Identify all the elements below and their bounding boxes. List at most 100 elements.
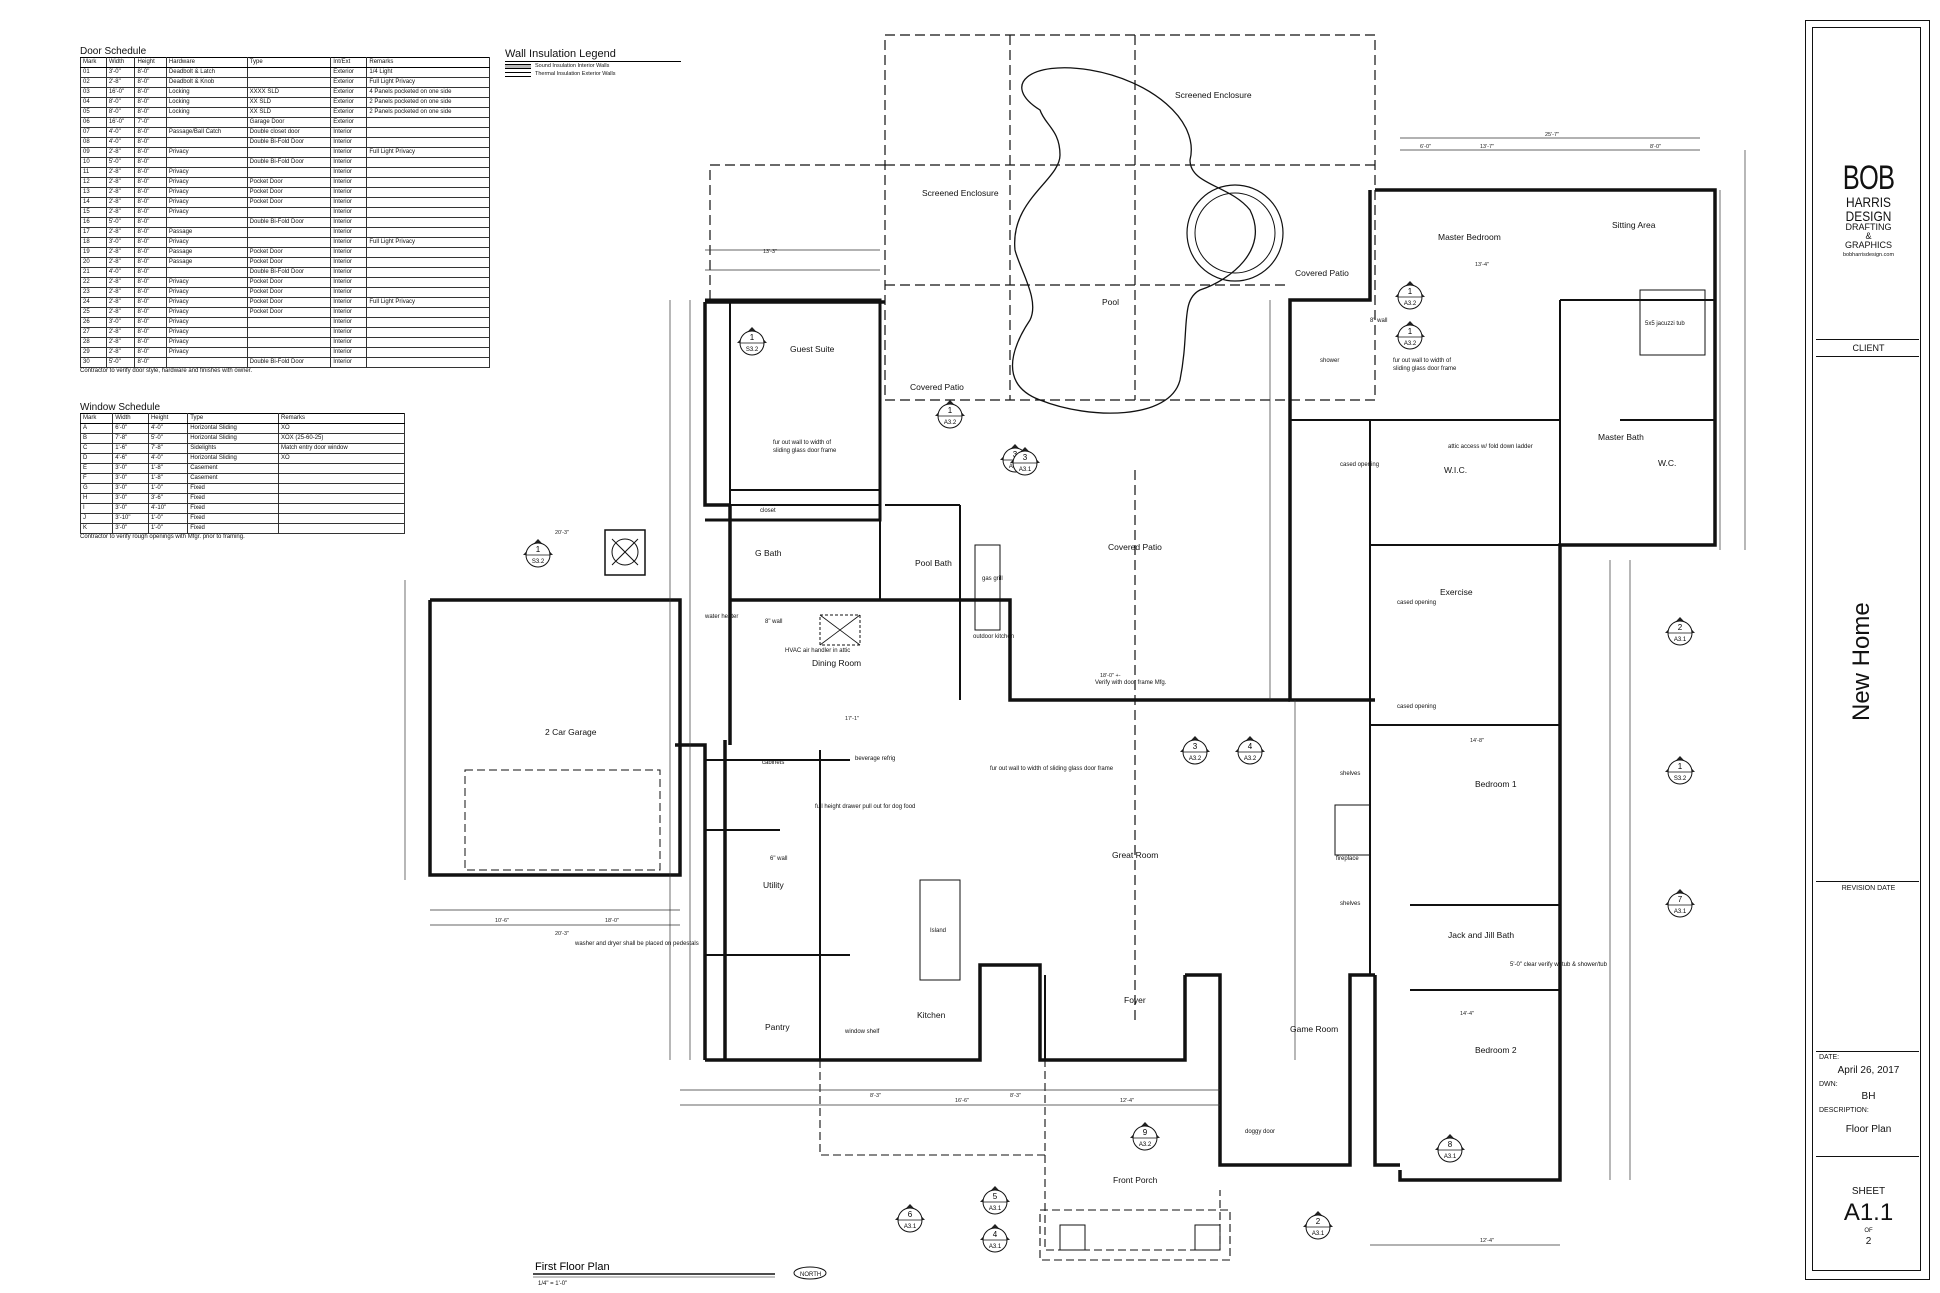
room-label-great-room: Great Room <box>1112 850 1158 860</box>
room-label-garage: 2 Car Garage <box>545 727 597 737</box>
svg-text:12'-4": 12'-4" <box>1120 1098 1134 1104</box>
room-label-bedroom1: Bedroom 1 <box>1475 779 1517 789</box>
svg-text:14'-4": 14'-4" <box>1460 1011 1474 1017</box>
section-marker: 1A3.2 <box>1395 321 1425 350</box>
room-label-guest-suite: Guest Suite <box>790 344 835 354</box>
dimension-labels: 25'-7" 13'-7" 8'-0" 6'-0" 13'-4" 20'-3" … <box>495 132 1661 1244</box>
note-north: NORTH <box>800 1272 821 1278</box>
client-label: CLIENT <box>1852 343 1885 353</box>
schedule-cell: 8'-0" <box>134 357 167 368</box>
screened-enclosure-outline <box>709 34 1376 1020</box>
section-marker-sheet: A3.1 <box>1312 1231 1325 1237</box>
section-marker-number: 2 <box>1678 623 1683 632</box>
window-schedule-title: Window Schedule <box>80 402 161 413</box>
schedule-cell: 1'-0" <box>147 523 189 534</box>
section-marker-number: 3 <box>1023 453 1028 462</box>
svg-text:13'-3": 13'-3" <box>763 249 777 255</box>
room-label-wic: W.I.C. <box>1444 465 1467 475</box>
room-label-utility: Utility <box>763 880 785 890</box>
note-eight-wall-2: 8" wall <box>1370 318 1387 324</box>
room-label-pantry: Pantry <box>765 1022 790 1032</box>
room-label-front-porch: Front Porch <box>1113 1175 1158 1185</box>
room-label-wc: W.C. <box>1658 458 1676 468</box>
hvac-box <box>819 614 861 646</box>
note-clear: 5'-0" clear verify w/ tub & shower/tub <box>1510 962 1608 968</box>
fireplace-box <box>1334 804 1371 856</box>
room-label-sitting-area: Sitting Area <box>1612 220 1656 230</box>
room-label-covered-patio-left: Covered Patio <box>910 382 964 392</box>
section-marker-sheet: A3.1 <box>904 1224 917 1230</box>
exterior-walls <box>428 188 1717 1182</box>
section-marker-number: 1 <box>1408 327 1413 336</box>
note-fur-out-guest: fur out wall to width of <box>773 440 831 446</box>
note-doggy-door: doggy door <box>1245 1129 1275 1135</box>
room-label-dining-room: Dining Room <box>812 658 861 668</box>
note-beverage: beverage refrig <box>855 756 895 762</box>
svg-text:18'-0": 18'-0" <box>605 918 619 924</box>
schedule-cell: Interior <box>330 357 368 368</box>
room-label-master-bedroom: Master Bedroom <box>1438 232 1501 242</box>
note-washer: washer and dryer shall be placed on pede… <box>574 941 699 947</box>
sheet-label: SHEET <box>1851 1186 1886 1197</box>
svg-text:8'-0": 8'-0" <box>1650 144 1661 150</box>
note-cased-opening-2: cased opening <box>1397 600 1436 606</box>
section-marker-number: 6 <box>908 1210 913 1219</box>
section-marker-sheet: S3.2 <box>532 559 545 565</box>
front-porch-outline <box>819 1060 1231 1261</box>
section-marker-number: 5 <box>993 1192 998 1201</box>
note-verify-door-frame: Verify with door frame Mfg. <box>1095 680 1167 686</box>
pool-outline <box>1012 67 1256 414</box>
svg-text:16'-6": 16'-6" <box>955 1098 969 1104</box>
room-label-foyer: Foyer <box>1124 995 1146 1005</box>
section-marker: 2A3.1 <box>1303 1211 1333 1240</box>
section-marker: 2A3.1 <box>1665 617 1695 646</box>
section-marker-number: 4 <box>993 1230 998 1239</box>
note-attic-access: attic access w/ fold down ladder <box>1448 444 1533 450</box>
section-marker-sheet: A3.2 <box>1404 341 1417 347</box>
section-marker-number: 8 <box>1448 1140 1453 1149</box>
spa-outline <box>1186 184 1284 282</box>
room-label-jack-jill-bath: Jack and Jill Bath <box>1448 930 1514 940</box>
note-fur-out-guest-2: sliding glass door frame <box>773 448 837 454</box>
firm-logo: BOB HARRIS DESIGN DRAFTING & GRAPHICS bo… <box>1842 159 1895 258</box>
legend-item-sound: Sound Insulation Interior Walls <box>505 62 681 70</box>
svg-text:13'-4": 13'-4" <box>1475 262 1489 268</box>
sheet-total: 2 <box>1865 1236 1872 1247</box>
jacuzzi-tub <box>1639 289 1706 356</box>
title-block: BOB HARRIS DESIGN DRAFTING & GRAPHICS bo… <box>1805 20 1930 1280</box>
note-shower: shower <box>1320 358 1339 364</box>
note-window-shelf: window shelf <box>844 1029 880 1035</box>
section-marker: 9A3.2 <box>1130 1122 1160 1151</box>
door-schedule-title: Door Schedule <box>80 46 147 57</box>
section-marker-sheet: A3.1 <box>989 1206 1002 1212</box>
room-label-kitchen: Kitchen <box>917 1010 946 1020</box>
revision-label: REVISION DATE <box>1841 885 1896 892</box>
section-marker: 6A3.1 <box>895 1204 925 1233</box>
svg-text:18'-0" +-: 18'-0" +- <box>1100 673 1121 679</box>
note-eight-wall-1: 8" wall <box>765 619 782 625</box>
section-marker-sheet: A3.2 <box>1244 756 1257 762</box>
room-label-screened-left: Screened Enclosure <box>922 188 999 198</box>
section-marker: 1S3.2 <box>523 539 553 568</box>
section-marker-number: 4 <box>1248 742 1253 751</box>
section-marker-number: 7 <box>1678 895 1683 904</box>
svg-text:10'-6": 10'-6" <box>495 918 509 924</box>
room-labels: Screened Enclosure Screened Enclosure Po… <box>545 90 1676 1185</box>
room-label-island: Island <box>930 928 946 934</box>
note-closet: closet <box>760 508 776 514</box>
room-label-game-room: Game Room <box>1290 1024 1338 1034</box>
section-marker: 4A3.2 <box>1235 736 1265 765</box>
schedule-cell: K <box>79 523 114 534</box>
note-dog-food: full height drawer pull out for dog food <box>815 804 915 810</box>
section-marker-sheet: A3.1 <box>1674 637 1687 643</box>
schedule-cell <box>366 357 490 368</box>
section-marker-sheet: A3.1 <box>1444 1154 1457 1160</box>
plan-title: First Floor Plan <box>535 1261 610 1273</box>
